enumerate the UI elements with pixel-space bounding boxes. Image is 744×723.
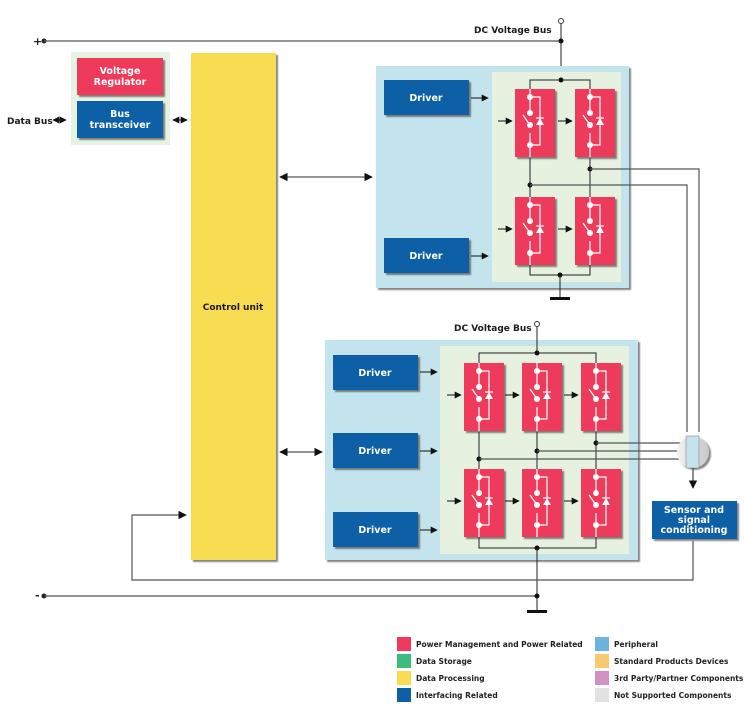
sensor-label-2: signal xyxy=(678,515,710,526)
dc-bus-top-terminal xyxy=(558,18,564,24)
upper-driver-2-label: Driver xyxy=(409,251,442,262)
upper-driver-1-label: Driver xyxy=(409,93,442,104)
lower-driver-3-label: Driver xyxy=(358,525,391,536)
voltage-regulator-label-2: Regulator xyxy=(94,77,147,88)
legend-item: Interfacing Related xyxy=(397,688,498,702)
upper-driver-2: Driver xyxy=(384,238,469,273)
legend-swatch xyxy=(595,671,609,685)
voltage-regulator-label-1: Voltage xyxy=(100,66,141,77)
upper-switch-cell xyxy=(498,197,555,265)
legend-swatch xyxy=(397,688,411,702)
legend-label: Not Supported Components xyxy=(614,691,732,700)
lower-switch-cell xyxy=(505,363,562,431)
data-bus-label: Data Bus xyxy=(7,117,53,127)
legend-item: 3rd Party/Partner Components xyxy=(595,671,744,685)
positive-rail: + xyxy=(33,35,561,48)
control-unit-block: Control unit xyxy=(191,53,276,560)
legend-item: Standard Products Devices xyxy=(595,654,729,668)
upper-switch-cell xyxy=(558,89,615,157)
legend-item: Data Processing xyxy=(397,671,485,685)
legend-item: Not Supported Components xyxy=(595,688,732,702)
legend-item: Power Management and Power Related xyxy=(397,637,583,651)
legend-swatch xyxy=(595,688,609,702)
legend-label: Data Processing xyxy=(416,674,485,683)
lower-power-module: Driver Driver Driver xyxy=(325,327,638,613)
sensor-signal-conditioning-block: Sensor and signal conditioning xyxy=(652,501,737,539)
positive-rail-label: + xyxy=(33,35,42,48)
negative-rail: - xyxy=(35,589,537,602)
lower-driver-2: Driver xyxy=(333,433,418,468)
lower-driver-3: Driver xyxy=(333,512,418,547)
negative-rail-label: - xyxy=(35,589,40,602)
legend-label: Standard Products Devices xyxy=(614,657,729,666)
upper-ground-symbol xyxy=(550,297,570,300)
feedback-loop xyxy=(131,510,694,581)
legend-swatch xyxy=(397,654,411,668)
voltage-regulator-block: Voltage Regulator xyxy=(77,58,163,95)
legend-item: Peripheral xyxy=(595,637,658,651)
legend-swatch xyxy=(397,637,411,651)
upper-switch-cell xyxy=(558,197,615,265)
legend-swatch xyxy=(595,654,609,668)
legend-label: 3rd Party/Partner Components xyxy=(614,674,744,683)
dc-bus-bottom-terminal xyxy=(534,321,540,327)
legend-label: Data Storage xyxy=(416,657,472,666)
lower-driver-1: Driver xyxy=(333,355,418,390)
legend-item: Data Storage xyxy=(397,654,472,668)
legend-swatch xyxy=(397,671,411,685)
legend-label: Power Management and Power Related xyxy=(416,640,583,649)
lower-switch-cell xyxy=(447,469,504,537)
dc-voltage-bus-bottom-label: DC Voltage Bus xyxy=(454,324,532,334)
upper-driver-1: Driver xyxy=(384,80,469,115)
legend-swatch xyxy=(595,637,609,651)
lower-switch-cell xyxy=(447,363,504,431)
bus-transceiver-label-2: transceiver xyxy=(90,120,151,131)
current-sensor xyxy=(677,435,709,469)
lower-driver-1-label: Driver xyxy=(358,368,391,379)
lower-switch-cell xyxy=(505,469,562,537)
legend-label: Interfacing Related xyxy=(416,691,498,700)
lower-switch-cell xyxy=(564,469,621,537)
control-unit-label: Control unit xyxy=(203,303,264,313)
upper-power-module: Driver Driver xyxy=(376,66,629,300)
bus-transceiver-block: Bus transceiver xyxy=(77,101,163,138)
sensor-label-1: Sensor and xyxy=(664,505,724,516)
lower-driver-2-label: Driver xyxy=(358,446,391,457)
legend-label: Peripheral xyxy=(614,640,658,649)
sensor-label-3: conditioning xyxy=(661,525,728,536)
upper-switch-cell xyxy=(498,89,555,157)
dc-voltage-bus-top-label: DC Voltage Bus xyxy=(474,26,552,36)
bus-transceiver-label-1: Bus xyxy=(110,109,130,120)
lower-switch-cell xyxy=(564,363,621,431)
lower-ground-symbol xyxy=(527,610,547,613)
